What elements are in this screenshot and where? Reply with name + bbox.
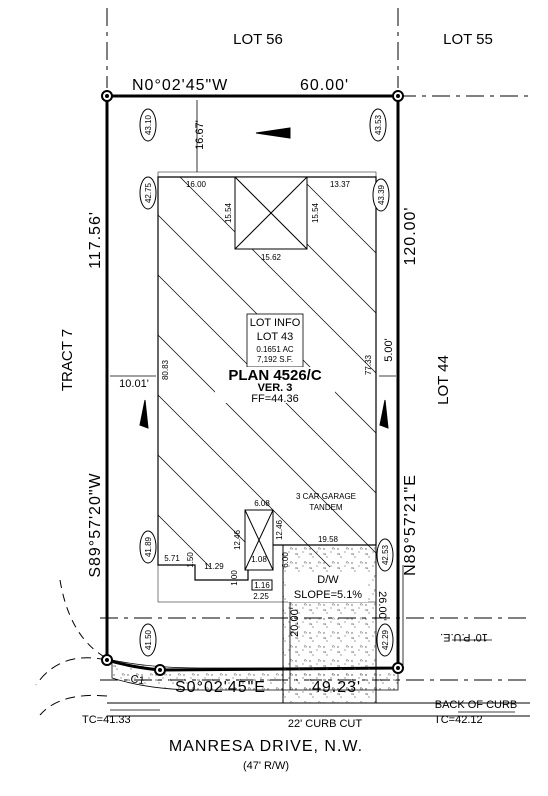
- lot-55-label: LOT 55: [443, 31, 493, 48]
- dim-garage-front: 19.58: [318, 535, 339, 544]
- plan-version: VER. 3: [258, 382, 293, 394]
- rear-setback: 16.67': [194, 120, 206, 150]
- tract-7-label: TRACT 7: [59, 329, 76, 391]
- tc-left: TC=41.33: [82, 714, 131, 726]
- lot-info-lot: LOT 43: [257, 331, 294, 343]
- north-distance: 60.00': [300, 77, 349, 94]
- finished-floor: FF=44.36: [251, 393, 298, 405]
- monument-ne: [392, 90, 404, 102]
- lot-56-label: LOT 56: [233, 31, 283, 48]
- dim-top-right: 13.37: [330, 180, 351, 189]
- dim-porch-top: 6.08: [254, 499, 270, 508]
- elevation-ovals: [139, 108, 394, 657]
- dim-box-right: 15.54: [311, 202, 320, 223]
- monument-curve: [154, 664, 166, 676]
- dim-step-a: 5.71: [164, 554, 180, 563]
- monument-sw: [101, 654, 113, 666]
- elev-e-lower: 42.53: [381, 544, 390, 565]
- east-bearing: N89°57'21"E: [402, 474, 419, 576]
- lot-info-heading: LOT INFO: [250, 317, 301, 329]
- dimension-leaders: [110, 100, 515, 713]
- pue-label: 10' P.U.E.: [440, 631, 488, 643]
- driveway-label: D/W: [317, 574, 339, 586]
- east-distance: 120.00': [402, 207, 419, 266]
- lot-info-box: [246, 313, 304, 368]
- survey-monuments: [101, 90, 404, 676]
- elev-nw: 43.10: [144, 114, 153, 135]
- west-distance: 117.56': [87, 211, 104, 269]
- north-bearing: N0°02'45"W: [132, 77, 228, 94]
- south-bearing: S0°02'45"E: [175, 679, 266, 696]
- curve-label: C1: [129, 673, 145, 687]
- dim-box-bottom: 15.62: [261, 253, 282, 262]
- driveway-length-b: 26.00': [376, 591, 388, 621]
- dim-step-f: 2.25: [253, 592, 269, 601]
- dim-top-left: 16.00: [186, 180, 207, 189]
- south-distance: 49.23': [312, 679, 361, 696]
- driveway-label-mask: [288, 572, 368, 602]
- driveway-slope: SLOPE=5.1%: [294, 589, 362, 601]
- right-setback: 5.00': [383, 338, 395, 362]
- lot-44-label: LOT 44: [435, 355, 452, 405]
- dim-step-c: 11.29: [204, 562, 224, 571]
- west-bearing: S89°57'20"W: [87, 472, 104, 577]
- drainage-arrows: [139, 127, 389, 429]
- elev-e-upper: 43.39: [377, 184, 386, 205]
- dim-porch-right: 12.46: [275, 519, 284, 540]
- left-setback: 10.01': [119, 378, 149, 390]
- lot-info-sqft: 7,192 S.F.: [257, 355, 293, 364]
- courtyard-box: [234, 176, 308, 250]
- right-of-way: (47' R/W): [243, 760, 289, 772]
- elev-w-upper: 42.75: [144, 182, 153, 203]
- elev-ne: 43.53: [374, 114, 383, 135]
- back-of-curb-label: BACK OF CURB: [435, 699, 518, 711]
- dim-step-e: 1.16: [254, 581, 270, 590]
- driveway-length-a: 20.00': [289, 607, 301, 637]
- dim-left-side: 80.83: [161, 359, 170, 380]
- garage-line-1: 3 CAR GARAGE: [296, 492, 356, 501]
- elev-sw: 41.50: [144, 629, 153, 650]
- monument-nw: [101, 90, 113, 102]
- street-name: MANRESA DRIVE, N.W.: [169, 738, 363, 755]
- house-footprint: [157, 176, 377, 581]
- plan-label-bg: [215, 367, 335, 403]
- dim-porch-left: 12.46: [233, 529, 242, 550]
- garage-line-2: TANDEM: [309, 503, 343, 512]
- curb-cut-label: 22' CURB CUT: [288, 718, 363, 730]
- elev-se: 42.29: [381, 629, 390, 650]
- driveway: [282, 544, 377, 704]
- lot-info-acres: 0.1651 AC: [256, 345, 294, 354]
- plan-title: PLAN 4526/C: [228, 367, 322, 384]
- monument-se: [392, 662, 404, 674]
- porch: [244, 509, 274, 591]
- dim-porch-inner: 1.08: [251, 555, 267, 564]
- elev-w-lower: 41.89: [144, 536, 153, 557]
- dim-box-left: 15.54: [224, 202, 233, 223]
- tc-right: TC=42.12: [434, 714, 483, 726]
- dim-garage-depth: 6.00: [281, 552, 290, 568]
- dim-step-d: 1.00: [230, 570, 239, 586]
- dim-step-b: 1.50: [186, 552, 195, 568]
- dim-right-side: 77.33: [364, 354, 373, 375]
